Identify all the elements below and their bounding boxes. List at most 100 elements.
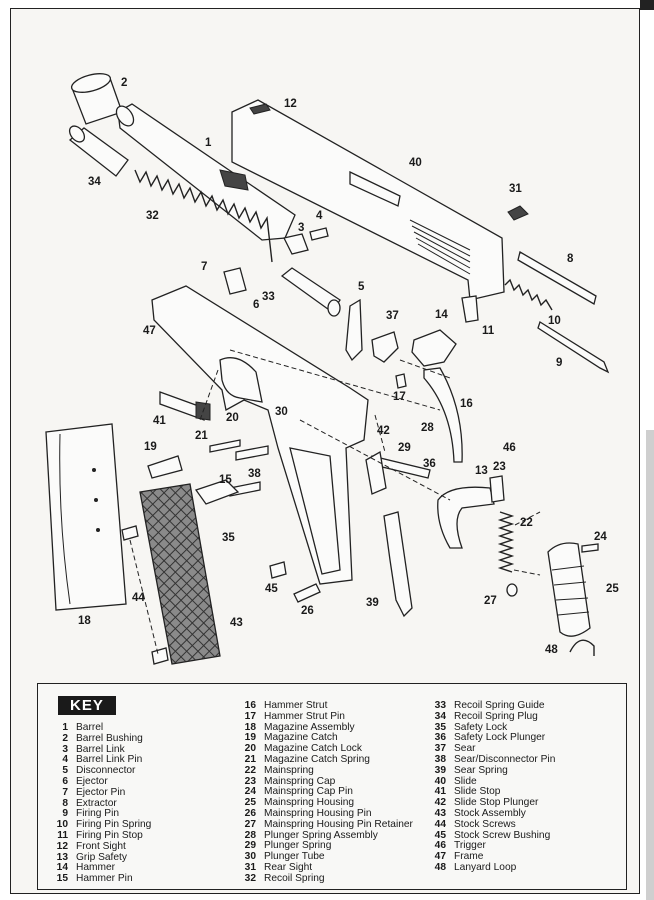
key-item-number: 20: [244, 743, 256, 755]
stock-screw-bushing: [269, 561, 287, 579]
key-title: KEY: [58, 696, 116, 715]
key-item-label: Hammer Strut: [264, 700, 328, 711]
slide-stop: [159, 391, 211, 421]
key-item-number: 2: [62, 732, 68, 744]
key-item: 7 Ejector Pin: [50, 786, 151, 799]
key-item-number: 34: [434, 710, 446, 722]
firing-pin-stop: [461, 295, 479, 323]
barrel-link: [283, 233, 309, 255]
key-item-label: Safety Lock: [454, 721, 508, 733]
key-item-number: 45: [434, 829, 446, 841]
key-item-label: Magazine Catch Spring: [264, 753, 370, 765]
key-item-number: 42: [434, 797, 446, 809]
key-item-label: Sear/Disconnector Pin: [454, 753, 556, 765]
stock-screws: [121, 525, 169, 665]
stock-assembly: [139, 483, 221, 665]
key-item-number: 47: [434, 851, 446, 863]
magazine-catch: [147, 455, 183, 479]
key-item-number: 12: [56, 840, 68, 852]
callout-15: 15: [219, 474, 232, 486]
key-item-label: Rear Sight: [264, 861, 313, 873]
sear-spring: [383, 511, 413, 618]
callout-1: 1: [205, 137, 212, 149]
mainspring-cap: [489, 475, 505, 503]
key-item-number: 31: [244, 861, 256, 873]
key-item-number: 7: [62, 786, 68, 798]
safety-lock: [194, 479, 240, 505]
callout-2: 2: [121, 77, 127, 89]
sear: [371, 331, 399, 363]
key-item-number: 19: [244, 732, 256, 744]
hammer: [411, 329, 457, 367]
key-item-label: Slide Stop: [454, 786, 501, 798]
key-item-number: 14: [56, 862, 68, 874]
key-item-number: 18: [244, 721, 256, 733]
callout-39: 39: [366, 597, 379, 609]
callout-26: 26: [301, 605, 314, 617]
key-item-number: 36: [434, 732, 446, 744]
key-item-number: 15: [56, 873, 68, 885]
key-item-number: 38: [434, 753, 446, 765]
callout-33: 33: [262, 291, 275, 303]
key-item-label: Slide: [454, 775, 477, 787]
key-item-number: 8: [62, 797, 68, 809]
key-item-label: Mainspring Cap Pin: [264, 786, 353, 798]
key-item-label: Hammer: [76, 862, 116, 874]
key-item-number: 4: [62, 754, 68, 766]
key-item-number: 46: [434, 840, 446, 852]
callout-24: 24: [594, 531, 607, 543]
key-item-label: Recoil Spring Guide: [454, 700, 545, 711]
key-item-number: 1: [62, 722, 68, 733]
firing-pin-spring: [504, 278, 553, 311]
callout-10: 10: [548, 315, 561, 327]
key-item: 20 Magazine Catch Lock: [238, 743, 413, 755]
callout-8: 8: [567, 253, 574, 265]
mainspring-cap-pin: [581, 543, 599, 553]
key-item: 38 Sear/Disconnector Pin: [428, 753, 556, 766]
mainspring-housing-pin-retainer: [506, 583, 518, 597]
callout-13: 13: [475, 465, 488, 477]
key-item: 14 Hammer: [50, 863, 151, 874]
callout-31: 31: [509, 183, 522, 195]
key-item-label: Sear Spring: [454, 764, 508, 776]
key-item-number: 9: [62, 808, 68, 820]
key-item: 19 Magazine Catch: [238, 733, 413, 744]
callout-41: 41: [153, 415, 166, 427]
key-item-label: Stock Assembly: [454, 807, 526, 819]
key-item-number: 43: [434, 807, 446, 819]
key-item-label: Ejector Pin: [76, 786, 126, 798]
key-item-label: Firing Pin Spring: [76, 819, 152, 831]
callout-5: 5: [358, 281, 365, 293]
key-item-label: Magazine Catch: [264, 732, 338, 744]
key-item-number: 29: [244, 840, 256, 852]
ejector: [223, 267, 247, 295]
trigger: [437, 486, 495, 549]
key-item-label: Magazine Catch Lock: [264, 743, 362, 755]
plunger-spring-assembly: [365, 450, 431, 495]
key-item-label: Recoil Spring Plug: [454, 710, 538, 722]
callout-25: 25: [606, 583, 619, 595]
callout-27: 27: [484, 595, 497, 607]
key-item-label: Mainspring Housing: [264, 797, 355, 809]
corner-mark: [640, 0, 654, 10]
callout-29: 29: [398, 442, 411, 454]
callout-19: 19: [144, 441, 157, 453]
callout-34: 34: [88, 176, 101, 188]
key-item-label: Disconnector: [76, 765, 136, 777]
